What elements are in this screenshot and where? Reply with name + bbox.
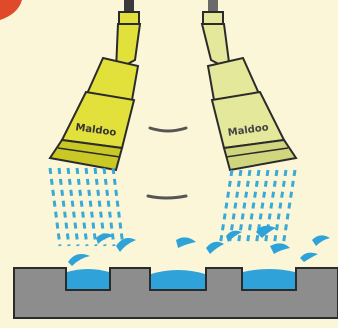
spray-stream — [218, 169, 234, 247]
spray-stream — [48, 167, 62, 247]
spray-stream — [263, 169, 279, 247]
splash-drop — [270, 243, 290, 254]
spray-stream — [272, 169, 288, 247]
label-bg-right — [227, 119, 269, 138]
splash-drop — [176, 237, 196, 248]
spray-stream — [57, 167, 71, 247]
spray-stream — [227, 169, 243, 247]
spray-stream — [245, 169, 261, 247]
mouth-line-right — [225, 147, 289, 158]
splash-drop — [206, 241, 224, 254]
cable-right — [208, 0, 218, 14]
spray-right — [218, 169, 297, 247]
spray-stream — [111, 167, 125, 247]
grooved-surface — [13, 267, 338, 319]
groove-water-3 — [243, 269, 295, 289]
label-bg-left — [75, 119, 117, 138]
cable-left — [124, 0, 134, 14]
spray-stream — [281, 169, 297, 247]
motion-streak-lower — [146, 194, 188, 200]
splash-drop — [116, 238, 136, 252]
mouth-right — [222, 138, 298, 172]
spray-stream — [75, 167, 89, 247]
neck-left — [114, 23, 142, 72]
nozzle-right: Maldoo — [200, 0, 298, 172]
cap-right — [202, 11, 224, 25]
spray-stream — [254, 169, 270, 247]
corner-badge — [0, 0, 22, 20]
splash-drop — [68, 254, 90, 266]
motion-streak-upper — [148, 126, 188, 133]
nozzle-left: Maldoo — [48, 0, 142, 172]
cap-left — [118, 11, 140, 25]
mouth-left — [48, 138, 124, 172]
splash-drop — [300, 252, 318, 262]
mouth-line-left — [57, 147, 121, 158]
spray-stream — [66, 167, 80, 247]
groove-water-1 — [67, 269, 109, 289]
spray-stream — [236, 169, 252, 247]
spray-stream — [102, 167, 116, 247]
splash-droplets — [68, 225, 330, 266]
spray-stream — [93, 167, 107, 247]
groove-water-2 — [151, 270, 205, 289]
splash-drop — [226, 230, 242, 242]
splash-drop — [256, 225, 276, 238]
spray-stream — [84, 167, 98, 247]
spray-left — [48, 167, 125, 247]
splash-drop — [312, 235, 330, 246]
splash-drop — [96, 233, 114, 244]
